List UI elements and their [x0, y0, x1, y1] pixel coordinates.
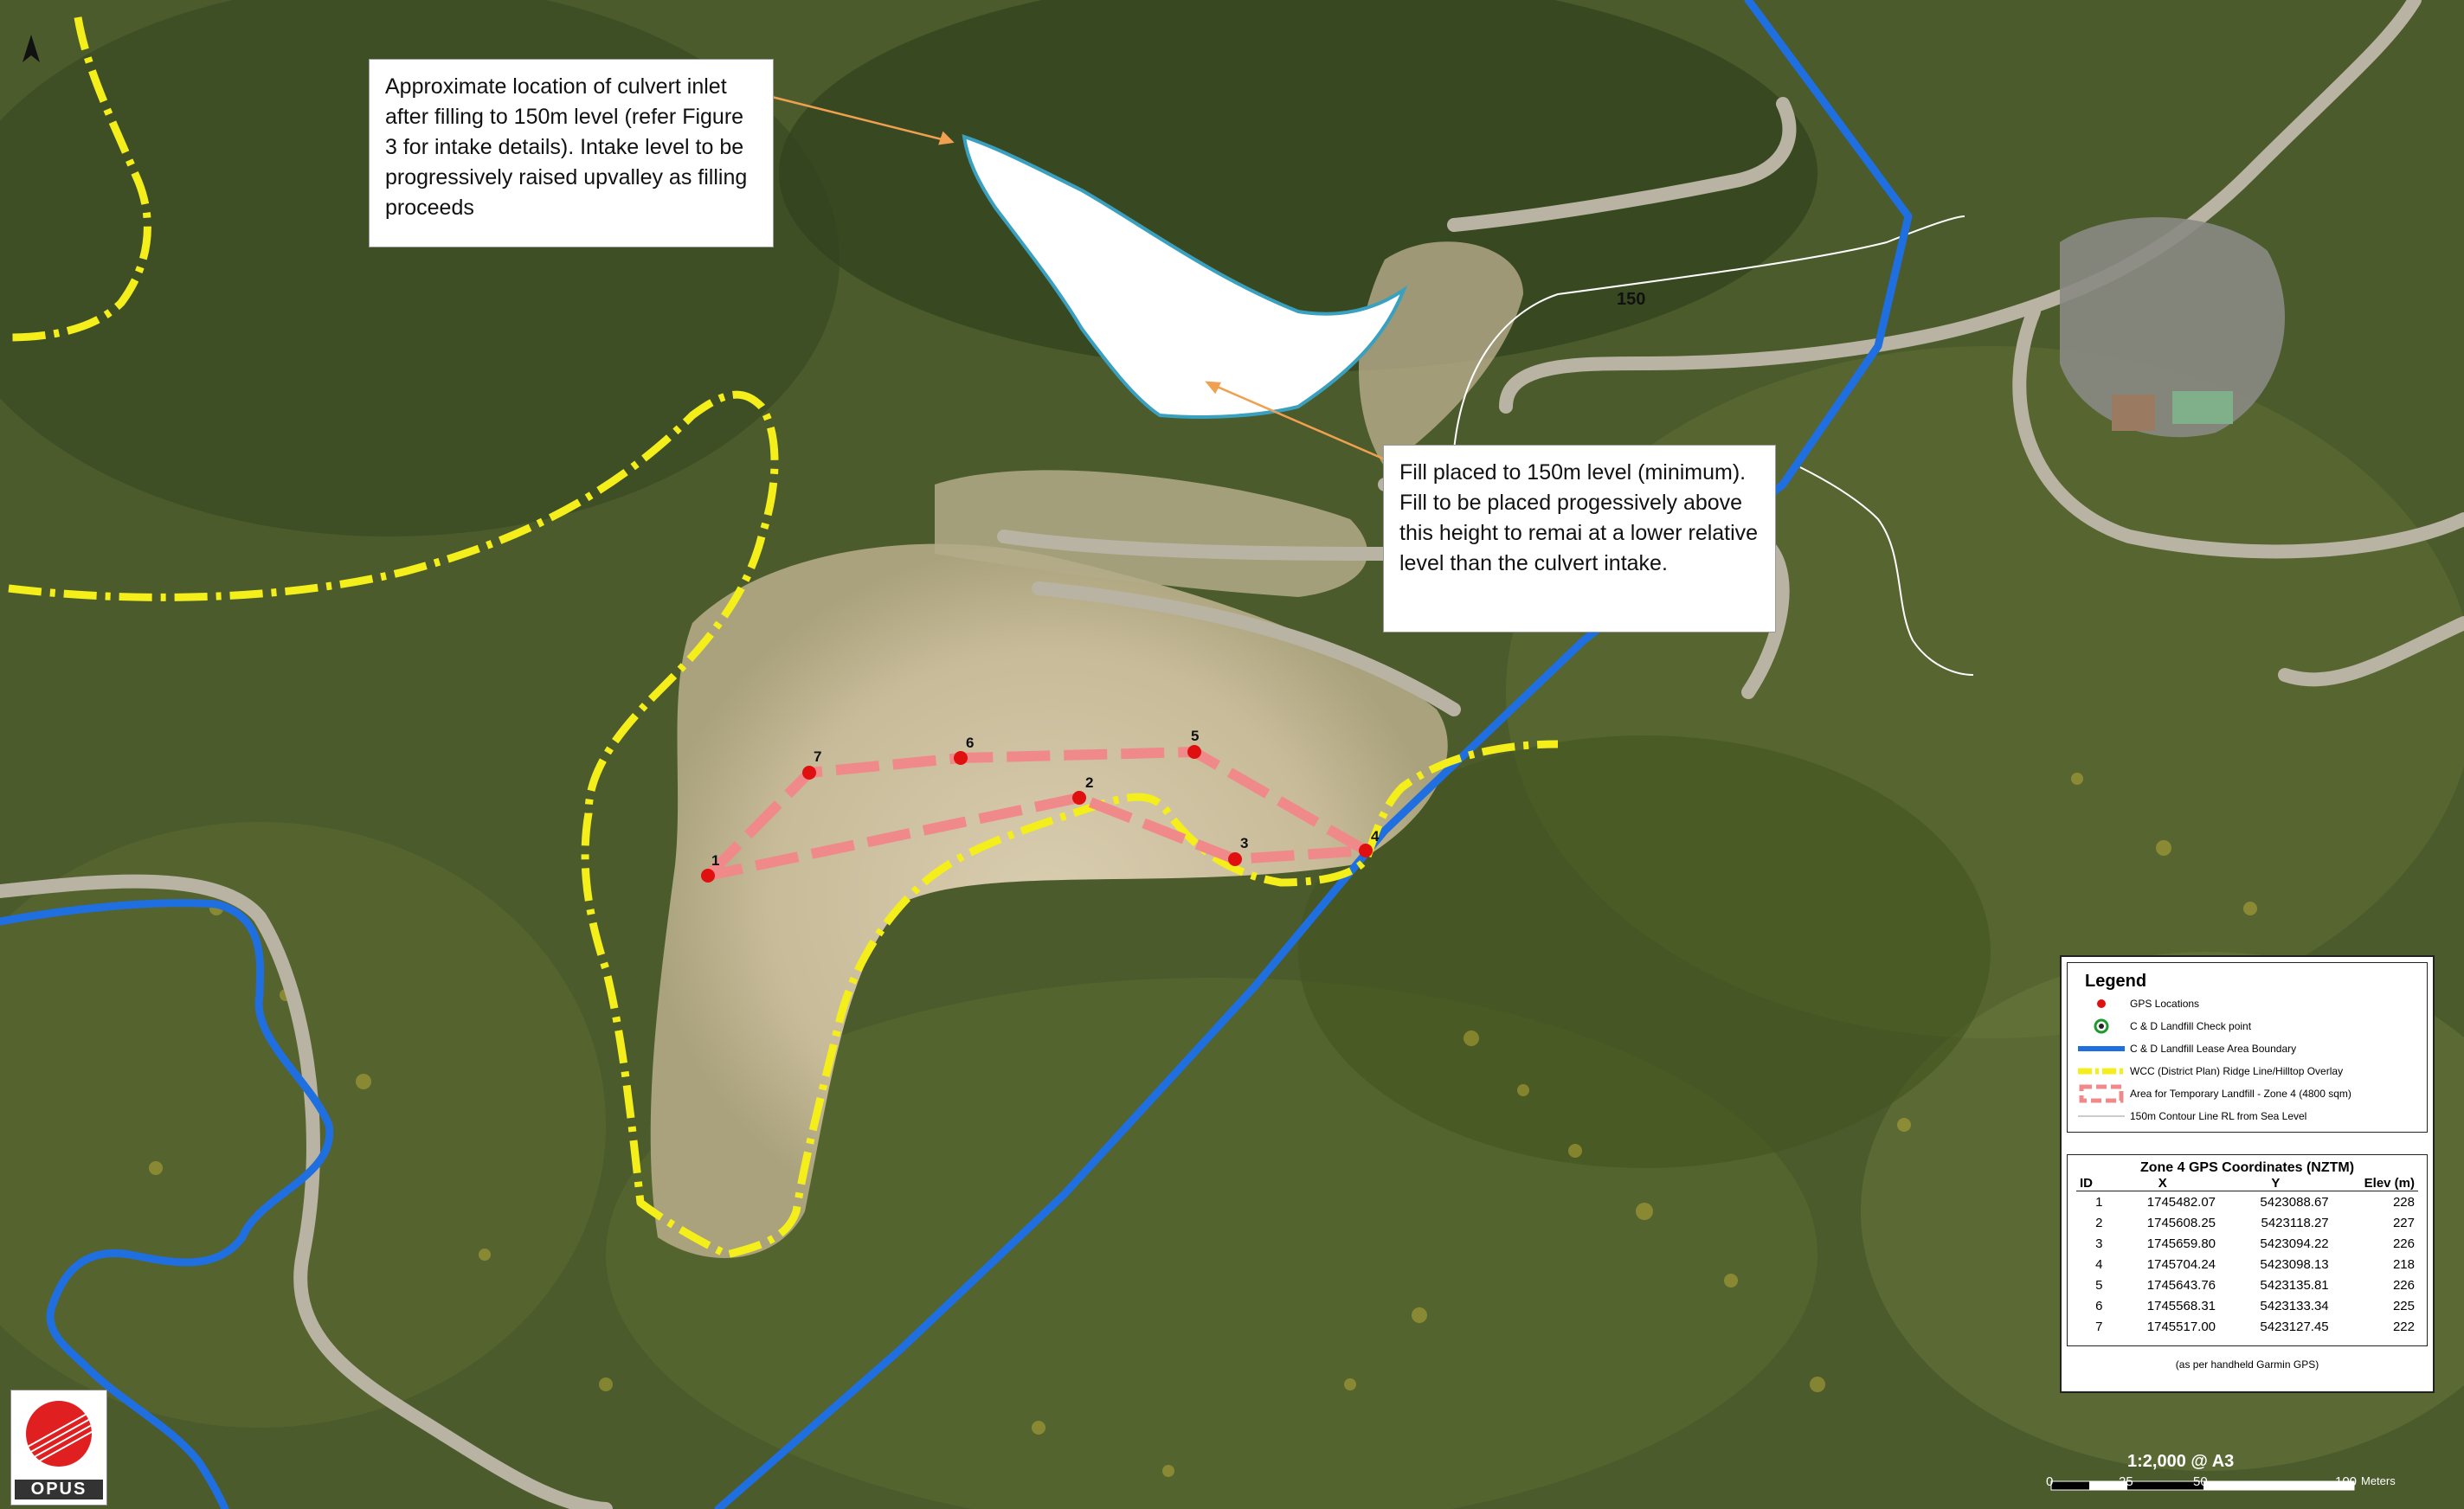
lease-area-boundary [0, 0, 1913, 1509]
yellow-dashed-line-icon [2076, 1062, 2126, 1081]
legend-item-gps: GPS Locations [2076, 994, 2199, 1013]
carpark [2060, 217, 2285, 438]
gps-point-2[interactable] [1072, 791, 1086, 805]
callout-arrows [771, 95, 1384, 460]
gps-label-5: 5 [1191, 728, 1199, 744]
callout-culvert-inlet: Approximate location of culvert inlet af… [369, 59, 774, 247]
legend-item-landfill-zone: Area for Temporary Landfill - Zone 4 (48… [2076, 1084, 2351, 1103]
legend-title: Legend [2085, 972, 2147, 991]
culvert-inlet-area [962, 134, 1408, 419]
green-ring-icon [2076, 1017, 2126, 1036]
coords-table-title: Zone 4 GPS Coordinates (NZTM) [2139, 1160, 2355, 1175]
red-dot-icon [2076, 994, 2126, 1013]
legend-item-lease-boundary: C & D Landfill Lease Area Boundary [2076, 1039, 2296, 1058]
gps-coordinates-table: Zone 4 GPS Coordinates (NZTM) ID X Y Ele… [2067, 1154, 2428, 1346]
gps-label-3: 3 [1240, 835, 1248, 851]
map-legend: Legend GPS Locations C & D Landfill Chec… [2060, 955, 2435, 1393]
contour-label: 150 [1617, 290, 1645, 309]
callout-fill-level: Fill placed to 150m level (minimum). Fil… [1383, 445, 1776, 632]
legend-item-checkpoint: C & D Landfill Check point [2076, 1017, 2251, 1036]
scale-unit: Meters [2361, 1474, 2396, 1487]
opus-logo: OPUS [10, 1390, 107, 1506]
gps-label-6: 6 [966, 735, 974, 751]
gps-label-7: 7 [814, 748, 821, 765]
scale-tick-0: 0 [2046, 1474, 2054, 1489]
scale-tick-50: 50 [2193, 1474, 2208, 1489]
scale-tick-100: 100 [2335, 1474, 2358, 1489]
gps-point-7[interactable] [802, 766, 816, 780]
legend-item-ridge-overlay: WCC (District Plan) Ridge Line/Hilltop O… [2076, 1062, 2343, 1081]
temporary-landfill-zone-4 [703, 747, 1371, 881]
gps-points [701, 745, 1373, 883]
coords-header-elev: Elev (m) [2332, 1176, 2418, 1191]
white-line-icon [2076, 1107, 2126, 1126]
coords-note: (as per handheld Garmin GPS) [2175, 1358, 2319, 1371]
coords-header-id: ID [2076, 1176, 2107, 1191]
gps-label-4: 4 [1371, 828, 1380, 844]
opus-logo-icon [26, 1401, 92, 1467]
scale-ratio: 1:2,000 @ A3 [2127, 1452, 2235, 1471]
gps-label-1: 1 [711, 852, 719, 869]
blue-line-icon [2076, 1039, 2126, 1058]
quarry-area [650, 543, 1448, 1258]
coords-header-y: Y [2219, 1176, 2332, 1191]
gps-point-5[interactable] [1187, 745, 1201, 759]
pink-dashed-area-icon [2076, 1084, 2126, 1103]
logo-text: OPUS [15, 1480, 103, 1499]
contour-line-150m [1453, 215, 1974, 676]
coords-header-x: X [2106, 1176, 2220, 1191]
gps-point-4[interactable] [1359, 844, 1373, 857]
gps-point-1[interactable] [701, 869, 715, 883]
gps-point-6[interactable] [954, 751, 968, 765]
gps-point-3[interactable] [1228, 852, 1242, 866]
legend-box: Legend GPS Locations C & D Landfill Chec… [2067, 962, 2428, 1133]
scale-bar [2050, 1480, 2355, 1491]
legend-item-contour: 150m Contour Line RL from Sea Level [2076, 1107, 2306, 1126]
ridge-line-overlay [8, 16, 1559, 1259]
gps-label-2: 2 [1085, 774, 1093, 791]
north-arrow-icon [23, 35, 40, 62]
scale-tick-25: 25 [2119, 1474, 2133, 1489]
